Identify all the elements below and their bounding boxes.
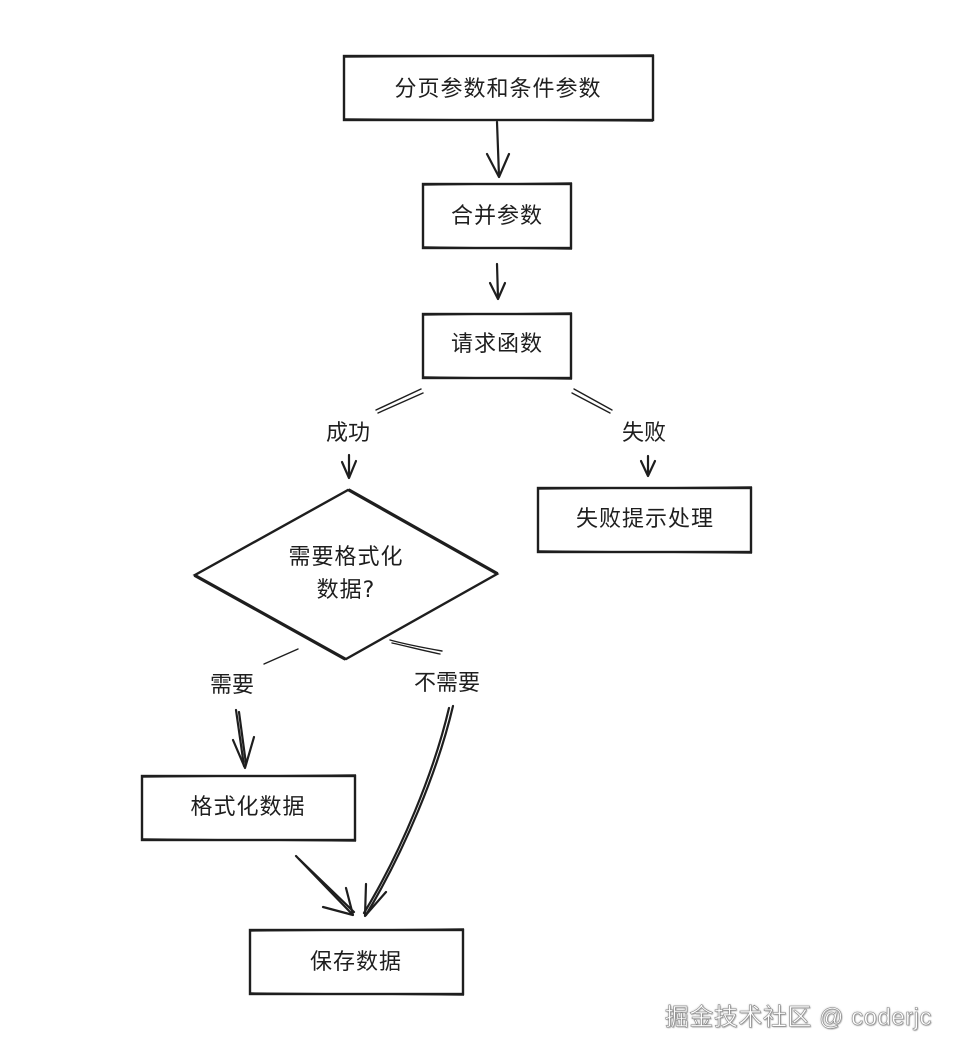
edge-format-save [294,854,356,917]
node-save: 保存数据 [248,928,465,996]
node-fail-handle-label: 失败提示处理 [576,507,714,532]
node-merge-label: 合并参数 [451,204,543,229]
edge-no-need-arrow [362,704,455,918]
edge-label-no-need: 不需要 [414,671,480,696]
edge-failure-arrow [639,454,657,478]
node-format-label: 格式化数据 [190,795,305,820]
edge-success-arrow [340,453,358,480]
watermark: 掘金技术社区 @ coderjc [664,1004,932,1032]
edge-need-arrow [231,708,256,770]
node-decision: 需要格式化 数据? [192,488,500,661]
node-request: 请求函数 [421,312,573,380]
node-decision-label-line1: 需要格式化 [288,545,403,570]
node-format: 格式化数据 [140,774,357,842]
node-fail-handle: 失败提示处理 [536,486,753,554]
edge-label-need: 需要 [210,673,254,698]
edge-label-success: 成功 [326,421,370,446]
node-params-label: 分页参数和条件参数 [394,77,601,102]
node-merge: 合并参数 [421,182,573,250]
edge-decision-need [263,648,299,665]
edge-request-failure [571,388,613,414]
edge-decision-no-need [389,639,443,655]
node-decision-label-line2: 数据? [317,578,376,603]
edge-label-failure: 失败 [622,421,666,446]
node-request-label: 请求函数 [451,332,543,357]
edge-merge-request [488,262,507,301]
edge-request-success [375,388,424,414]
edge-params-merge [485,120,511,179]
node-save-label: 保存数据 [310,950,402,975]
node-params: 分页参数和条件参数 [342,54,655,122]
